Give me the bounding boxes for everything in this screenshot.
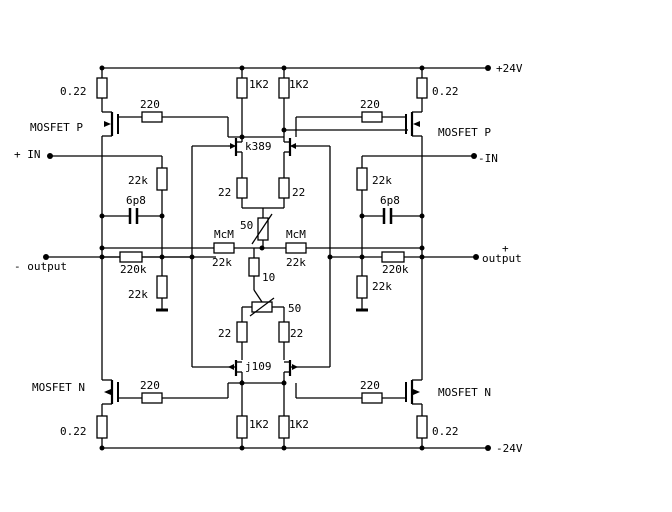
positive-rail	[99, 65, 491, 71]
mcm-left-label: McM	[214, 228, 234, 241]
r22k-mid-left-value: 22k	[212, 256, 232, 269]
sense-resistor-br-value: 0.22	[432, 425, 459, 438]
positive-rail-label: +24V	[496, 62, 523, 75]
resistors	[96, 77, 428, 439]
feedback-resistor-right-value: 220k	[382, 263, 409, 276]
input-negative-label: -IN	[478, 152, 498, 165]
gate-resistor-br-value: 220	[360, 379, 380, 392]
feedback-resistor-left-value: 220k	[120, 263, 147, 276]
ground-resistor-right-value: 22k	[372, 280, 392, 293]
input-network-right	[356, 153, 479, 312]
r1k2-bottom-right-value: 1K2	[289, 418, 309, 431]
jfet-pair-top	[228, 137, 298, 156]
r1k2-top-right-value: 1K2	[289, 78, 309, 91]
mosfet-p-left	[102, 111, 119, 137]
r22k-mid-right-value: 22k	[286, 256, 306, 269]
mcm-right-label: McM	[286, 228, 306, 241]
mosfet-n-right	[405, 379, 422, 405]
gate-resistor-tr-value: 220	[360, 98, 380, 111]
sense-resistor-bl-value: 0.22	[60, 425, 87, 438]
capacitor-right-value: 6p8	[380, 194, 400, 207]
pot-bottom-value: 50	[288, 302, 301, 315]
source-resistor-t1-value: 22	[218, 186, 231, 199]
gate-resistor-bl-value: 220	[140, 379, 160, 392]
jfet-bottom-label: j109	[245, 360, 272, 373]
r10-value: 10	[262, 271, 275, 284]
mosfet-n-right-label: MOSFET N	[438, 386, 491, 399]
mosfet-n-left-label: MOSFET N	[32, 381, 85, 394]
gate-resistor-tl-value: 220	[140, 98, 160, 111]
sense-resistor-tr-value: 0.22	[432, 85, 459, 98]
source-resistor-b1-value: 22	[218, 327, 231, 340]
pot-top-value: 50	[240, 219, 253, 232]
sense-resistor-tl-value: 0.22	[60, 85, 87, 98]
mosfet-p-right-label: MOSFET P	[438, 126, 491, 139]
source-resistor-t2-value: 22	[292, 186, 305, 199]
input-resistor-left-value: 22k	[128, 174, 148, 187]
capacitor-left-value: 6p8	[126, 194, 146, 207]
jfet-top-label: k389	[245, 140, 272, 153]
negative-rail	[99, 445, 491, 451]
output-negative-label: - output	[14, 260, 67, 273]
output-positive-label: output	[482, 252, 522, 265]
input-network-left	[43, 153, 168, 312]
jfet-pair-bottom	[228, 360, 298, 383]
negative-rail-label: -24V	[496, 442, 523, 455]
r1k2-bottom-left-value: 1K2	[249, 418, 269, 431]
mosfet-n-left	[102, 379, 119, 405]
source-resistor-b2-value: 22	[290, 327, 303, 340]
diff-pair-wiring	[241, 156, 285, 360]
output-positive-sign: +	[502, 242, 509, 255]
mosfet-p-left-label: MOSFET P	[30, 121, 83, 134]
input-positive-label: + IN	[14, 148, 41, 161]
r1k2-top-left-value: 1K2	[249, 78, 269, 91]
input-resistor-right-value: 22k	[372, 174, 392, 187]
mosfet-p-right	[405, 111, 422, 137]
ground-resistor-left-value: 22k	[128, 288, 148, 301]
